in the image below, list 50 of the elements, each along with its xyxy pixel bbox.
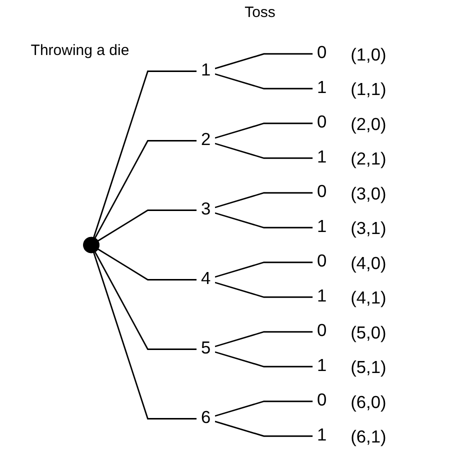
node-text: 1: [317, 287, 327, 306]
node-text: 1: [317, 218, 327, 236]
stage-label: Toss: [244, 4, 276, 21]
connector: [214, 142, 313, 159]
node-text: 0: [317, 392, 327, 410]
connector: [214, 420, 313, 437]
connector: [94, 140, 197, 239]
node-text: 0: [317, 322, 327, 341]
connector: [97, 248, 197, 280]
connector: [214, 262, 313, 278]
node-text: 0: [317, 44, 327, 63]
node-text: 6: [200, 408, 211, 428]
node-text: 1: [317, 426, 327, 445]
connector: [214, 331, 313, 348]
node-text: 0: [317, 183, 327, 202]
outcome-label: (3,1): [350, 218, 386, 238]
connector: [214, 282, 313, 298]
node-text: 4: [200, 270, 211, 288]
connector: [214, 212, 313, 228]
connector: [214, 351, 313, 368]
outcome-label: (2,1): [350, 148, 386, 169]
connector: [214, 192, 313, 208]
outcome-label: (1,0): [350, 44, 386, 64]
outcome-label: (3,0): [350, 183, 386, 204]
node-text: 3: [200, 200, 211, 219]
outcome-label: (1,1): [350, 79, 386, 100]
node-text: 0: [317, 114, 327, 132]
outcome-label: (4,1): [350, 288, 386, 308]
node-text: 5: [200, 339, 211, 358]
outcome-label: (5,1): [350, 357, 386, 378]
connector: [92, 252, 197, 420]
connector: [214, 53, 313, 70]
connector: [214, 122, 313, 139]
node-text: 0: [317, 252, 327, 272]
outcome-label: (2,0): [350, 114, 386, 134]
outcome-label: (6,1): [350, 426, 386, 447]
outcome-label: (6,0): [350, 392, 386, 412]
node-text: 2: [200, 130, 211, 150]
connector: [94, 251, 197, 350]
outcome-label: (5,0): [350, 322, 386, 342]
node-text: 1: [200, 61, 211, 80]
node-text: 1: [317, 148, 327, 167]
node-text: 1: [317, 78, 327, 98]
stage-label: Throwing a die: [30, 42, 130, 59]
connector: [214, 400, 313, 417]
connector: [92, 70, 197, 238]
connector: [97, 210, 197, 242]
connector: [214, 73, 313, 90]
node-text: 1: [317, 356, 327, 376]
outcome-label: (4,0): [350, 252, 386, 273]
